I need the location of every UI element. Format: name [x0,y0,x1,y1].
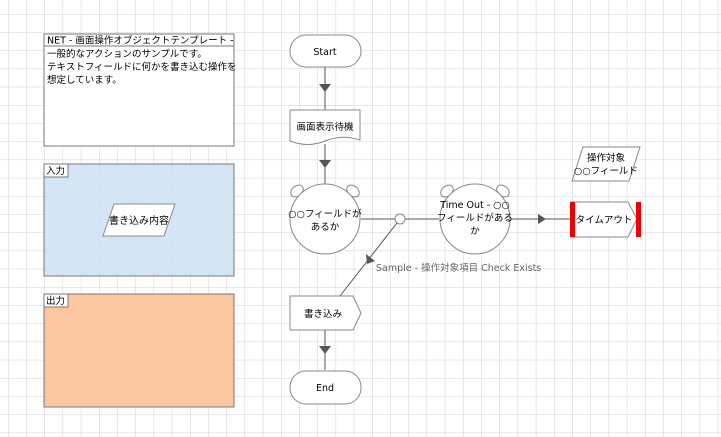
check-field-exists-node[interactable]: ○○フィールドが あるか [288,183,362,255]
target-field-node[interactable]: 操作対象 ○○フィールド [571,146,641,182]
description-line: 一般的なアクションのサンプルです。 [47,48,207,60]
svg-text:フィールドがある: フィールドがある [437,212,513,224]
svg-text:Start: Start [313,47,336,58]
junction-node [394,213,406,225]
description-line: テキストフィールドに何かを書き込む操作を [47,61,237,73]
arrow-head [319,160,331,168]
svg-text:操作対象: 操作対象 [587,152,626,164]
arrow-head [319,346,331,354]
svg-text:End: End [316,383,334,394]
timeout-bar-right [636,202,641,237]
write-node[interactable]: 書き込み [289,295,362,331]
timeout-bar-left [570,202,575,237]
edge-label: Sample - 操作対象項目 Check Exists [376,262,541,274]
description-title: NET - 画面操作オブジェクトテンプレート - [47,35,234,47]
svg-text:書き込み: 書き込み [304,308,342,320]
arrow-head [319,84,331,92]
output-panel[interactable]: 出力 [43,293,235,408]
description-box[interactable]: NET - 画面操作オブジェクトテンプレート - 一般的なアクションのサンプルで… [43,33,237,147]
input-panel-label: 入力 [46,165,65,177]
svg-text:か: か [470,226,480,237]
svg-text:○○フィールド: ○○フィールド [574,166,638,177]
wait-screen-node[interactable]: 画面表示待機 [289,109,361,145]
svg-text:あるか: あるか [311,222,340,233]
timeout-node[interactable]: タイムアウト [570,201,641,238]
svg-text:画面表示待機: 画面表示待機 [296,121,354,133]
end-node[interactable]: End [289,370,362,405]
connectors [319,67,570,370]
arrow-head [538,214,546,224]
svg-text:タイムアウト: タイムアウト [576,215,633,226]
input-item-write-content[interactable]: 書き込み内容 [102,203,176,237]
start-node[interactable]: Start [289,34,362,68]
description-line: 想定しています。 [47,74,122,86]
svg-text:○○フィールドが: ○○フィールドが [288,208,362,220]
svg-text:Time Out - ○○: Time Out - ○○ [439,200,510,211]
timeout-check-node[interactable]: Time Out - ○○ フィールドがある か [437,183,513,255]
output-panel-label: 出力 [46,295,65,307]
arrow-head [366,254,375,264]
svg-text:書き込み内容: 書き込み内容 [109,214,169,227]
input-panel[interactable]: 入力 書き込み内容 [43,163,235,277]
